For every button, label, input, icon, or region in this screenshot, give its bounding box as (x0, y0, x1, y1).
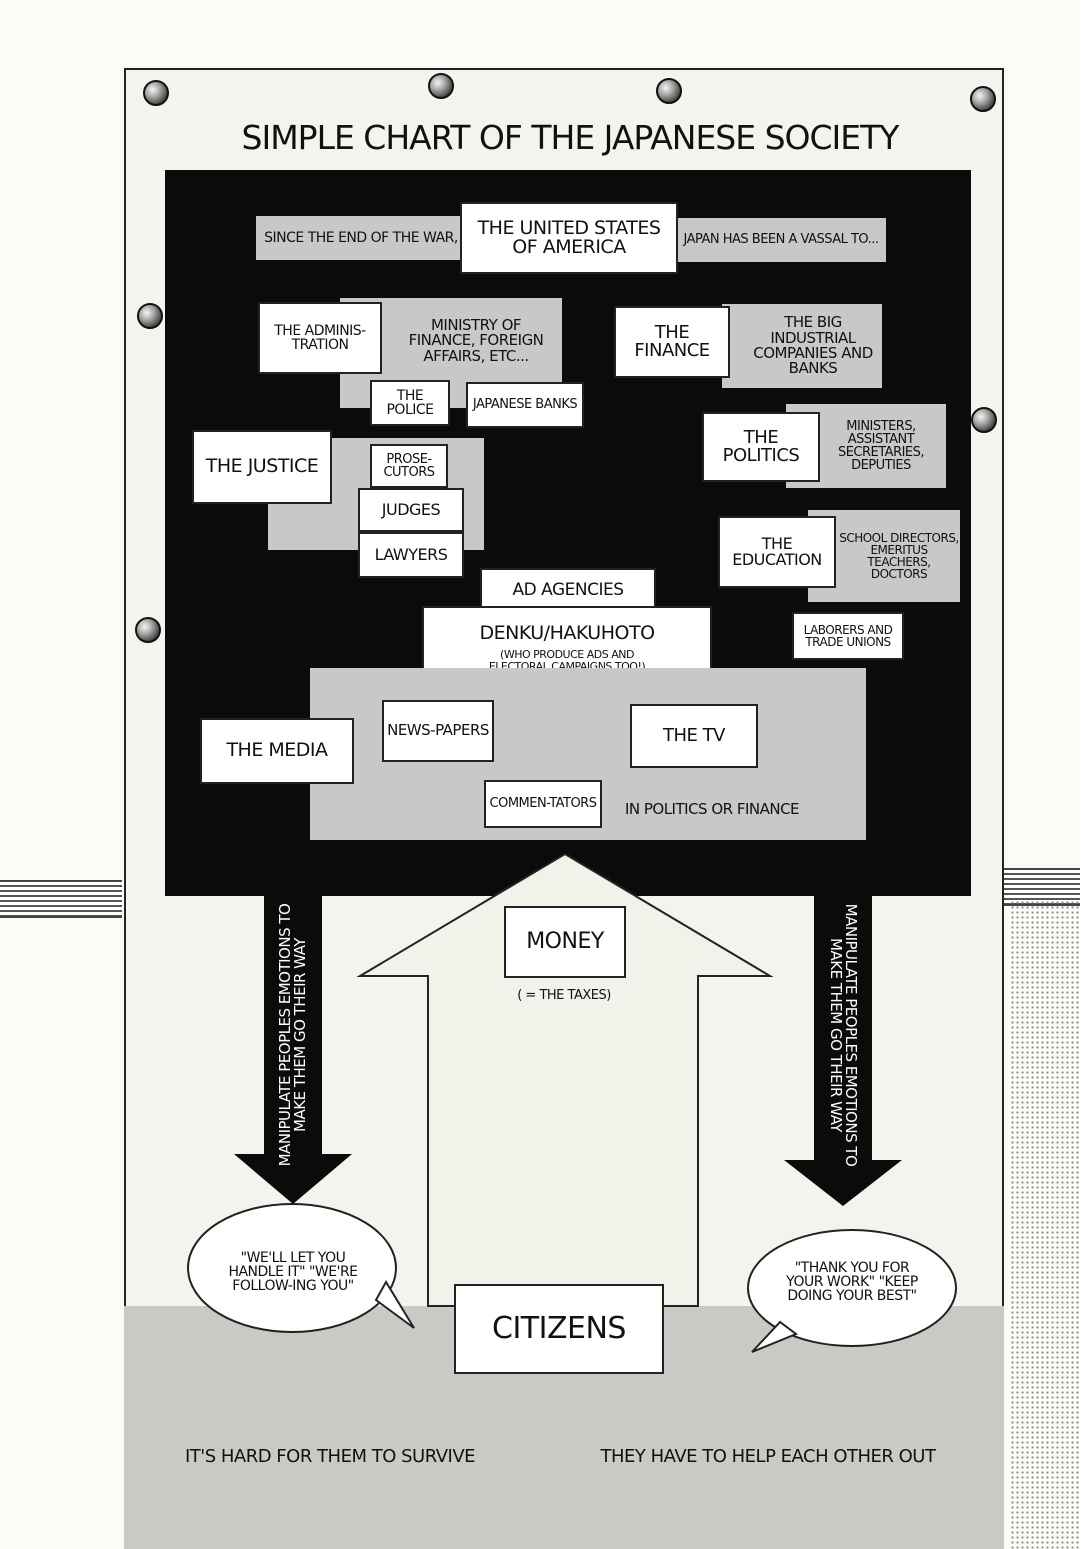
right-down-arrow-shape (784, 882, 902, 1206)
top-right-note: JAPAN HAS BEEN A VASSAL TO... (676, 218, 886, 262)
tv-box: THE TV (630, 704, 758, 768)
money-box: MONEY (504, 906, 626, 978)
finance-box: THE FINANCE (614, 306, 730, 378)
pin-icon (135, 617, 161, 643)
finance-detail: THE BIG INDUSTRIAL COMPANIES AND BANKS (722, 304, 882, 388)
citizens-box: CITIZENS (454, 1284, 664, 1374)
right-arrow-text: MANIPULATE PEOPLES EMOTIONS TO MAKE THEM… (827, 903, 861, 1167)
right-bubble-tail (751, 1320, 799, 1353)
laborers-box: LABORERS AND TRADE UNIONS (792, 612, 904, 660)
left-rail (0, 880, 122, 918)
right-screentone (1010, 900, 1080, 1549)
left-down-arrow-shape (234, 882, 352, 1204)
politics-box: THE POLITICS (702, 412, 820, 482)
money-note: ( = THE TAXES) (517, 988, 611, 1004)
right-down-arrow (784, 882, 902, 1206)
usa-box: THE UNITED STATES OF AMERICA (460, 202, 678, 274)
left-bubble-text: "WE'LL LET YOU HANDLE IT" "WE'RE FOLLOW-… (228, 1249, 358, 1295)
left-bubble-tail (374, 1280, 415, 1329)
media-box: THE MEDIA (200, 718, 354, 784)
pin-icon (137, 303, 163, 329)
newspapers-box: NEWS-PAPERS (382, 700, 494, 762)
japanese-banks-box: JAPANESE BANKS (466, 382, 584, 428)
pin-icon (970, 86, 996, 112)
commentators-note: IN POLITICS OR FINANCE (624, 800, 800, 819)
commentators-box: COMMEN-TATORS (484, 780, 602, 828)
administration-box: THE ADMINIS-TRATION (258, 302, 382, 374)
bottom-right-note: THEY HAVE TO HELP EACH OTHER OUT (600, 1445, 936, 1467)
denku-note: (WHO PRODUCE ADS AND ELECTORAL CAMPAIGNS… (488, 648, 646, 673)
bottom-left-note: IT'S HARD FOR THEM TO SURVIVE (184, 1445, 476, 1467)
pin-icon (143, 80, 169, 106)
denku-label: DENKU/HAKUHOTO (479, 622, 655, 645)
judges-box: JUDGES (358, 488, 464, 532)
left-speech-bubble (187, 1203, 415, 1333)
left-bubble-shape (187, 1203, 397, 1333)
lawyers-box: LAWYERS (358, 532, 464, 578)
pin-icon (656, 78, 682, 104)
right-bubble-shape (747, 1229, 957, 1347)
justice-box: THE JUSTICE (192, 430, 332, 504)
pin-icon (971, 407, 997, 433)
right-speech-bubble (747, 1229, 957, 1353)
police-box: THE POLICE (370, 380, 450, 426)
left-arrow-text: MANIPULATE PEOPLES EMOTIONS TO MAKE THEM… (275, 903, 309, 1167)
pin-icon (428, 73, 454, 99)
prosecutors-box: PROSE-CUTORS (370, 444, 448, 488)
right-bubble-text: "THANK YOU FOR YOUR WORK" "KEEP DOING YO… (786, 1259, 918, 1305)
page-title: SIMPLE CHART OF THE JAPANESE SOCIETY (241, 118, 900, 158)
top-left-note: SINCE THE END OF THE WAR, (256, 216, 466, 260)
education-box: THE EDUCATION (718, 516, 836, 588)
left-down-arrow (234, 882, 352, 1204)
